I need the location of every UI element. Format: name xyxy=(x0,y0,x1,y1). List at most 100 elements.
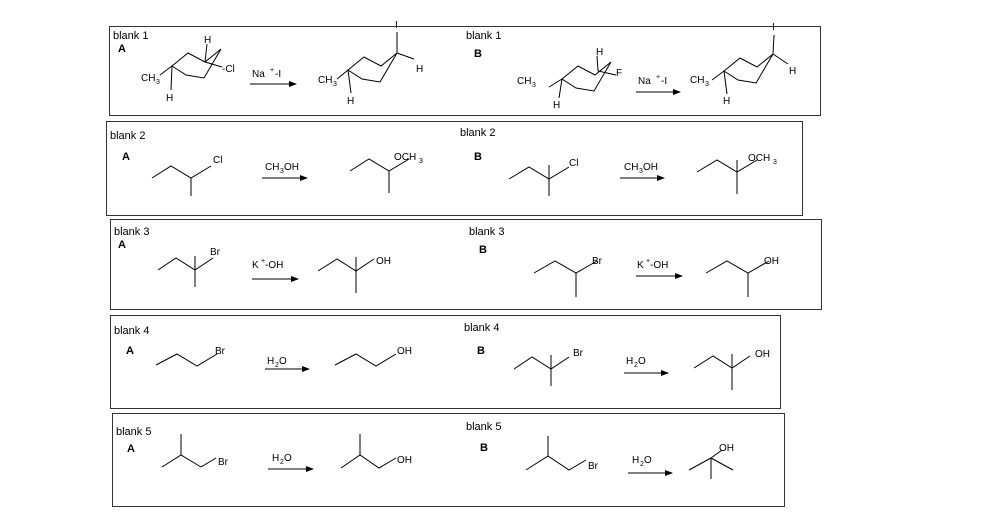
h-atom-label: H xyxy=(347,96,354,107)
svg-text:OH: OH xyxy=(284,162,299,173)
svg-text:2: 2 xyxy=(275,362,279,369)
bromine-label: Br xyxy=(210,247,221,258)
svg-text:O: O xyxy=(638,356,646,367)
reaction-box-3 xyxy=(110,219,822,310)
skeleton-reactant xyxy=(525,455,587,471)
choice-b-label: B xyxy=(480,442,488,454)
blank-2-b-label: blank 2 xyxy=(460,127,496,139)
blank-5-a-label: blank 5 xyxy=(116,426,152,438)
methoxy-label: OCH xyxy=(748,153,770,164)
skeleton-reactant xyxy=(508,166,570,180)
skeleton-product xyxy=(334,353,397,367)
skeleton-product xyxy=(693,355,751,369)
choice-b-label: B xyxy=(477,345,485,357)
svg-text:3: 3 xyxy=(419,158,423,165)
fluorine-label: F xyxy=(616,68,622,79)
bromine-label: Br xyxy=(218,457,229,468)
reaction-box-1 xyxy=(109,26,821,116)
svg-text:3: 3 xyxy=(773,159,777,166)
blank-5-b-label: blank 5 xyxy=(466,421,502,433)
svg-text:O: O xyxy=(284,453,292,464)
reagent-label: K xyxy=(252,260,259,271)
reagent-label: Na xyxy=(638,76,651,87)
blank-1-a-label: blank 1 xyxy=(113,30,149,42)
svg-text:2: 2 xyxy=(280,459,284,466)
blank-3-b-label: blank 3 xyxy=(469,226,505,238)
methyl-label: CH xyxy=(517,76,531,87)
choice-a-label: A xyxy=(127,443,135,455)
reagent-label: H xyxy=(272,453,279,464)
bromine-label: Br xyxy=(592,256,603,267)
svg-text:OH: OH xyxy=(643,162,658,173)
skeleton-product xyxy=(349,158,410,172)
svg-text:-I: -I xyxy=(275,69,281,80)
choice-a-label: A xyxy=(118,43,126,55)
svg-text:3: 3 xyxy=(156,79,160,86)
svg-text:O: O xyxy=(279,356,287,367)
iodine-label: I xyxy=(772,22,775,33)
skeleton-reactant xyxy=(533,260,598,274)
h-atom-label: H xyxy=(723,96,730,107)
bromine-label: Br xyxy=(215,346,226,357)
hydroxyl-label: OH xyxy=(397,455,412,466)
reagent-label: CH xyxy=(624,162,638,173)
reaction-box-5 xyxy=(112,413,785,507)
methoxy-label: OCH xyxy=(394,152,416,163)
chair-product-a xyxy=(336,32,415,94)
svg-text:3: 3 xyxy=(532,82,536,89)
chlorine-label: -Cl xyxy=(222,64,235,75)
h-atom-label: H xyxy=(416,64,423,75)
svg-text:+: + xyxy=(646,258,650,265)
svg-text:+: + xyxy=(261,258,265,265)
skeleton-reactant xyxy=(155,353,218,367)
choice-b-label: B xyxy=(474,48,482,60)
choice-a-label: A xyxy=(122,151,130,163)
chair-product-b xyxy=(711,34,789,95)
reagent-label: H xyxy=(632,455,639,466)
bromine-label: Br xyxy=(573,348,584,359)
chlorine-label: Cl xyxy=(569,158,578,169)
reaction-box-4 xyxy=(110,315,781,409)
reagent-label: Na xyxy=(252,69,265,80)
skeleton-reactant xyxy=(151,165,212,179)
svg-text:-OH: -OH xyxy=(265,260,283,271)
hydroxyl-label: OH xyxy=(764,256,779,267)
reaction-box-2 xyxy=(106,121,803,216)
h-atom-label: H xyxy=(166,93,173,104)
svg-text:-OH: -OH xyxy=(650,260,668,271)
svg-text:O: O xyxy=(644,455,652,466)
svg-text:+: + xyxy=(656,74,660,81)
skeleton-product xyxy=(340,454,397,469)
choice-a-label: A xyxy=(118,239,126,251)
svg-text:-I: -I xyxy=(661,76,667,87)
choice-b-label: B xyxy=(479,244,487,256)
h-atom-label: H xyxy=(553,100,560,111)
reagent-label: H xyxy=(626,356,633,367)
methyl-label: CH xyxy=(690,75,704,86)
hydroxyl-label: OH xyxy=(397,346,412,357)
skeleton-reactant xyxy=(161,454,202,468)
methyl-label: CH xyxy=(141,73,155,84)
chair-reactant-a xyxy=(159,43,223,91)
choice-a-label: A xyxy=(126,345,134,357)
blank-2-a-label: blank 2 xyxy=(110,130,146,142)
chlorine-label: Cl xyxy=(213,155,222,166)
h-atom-label: H xyxy=(789,66,796,77)
methyl-label: CH xyxy=(318,75,332,86)
hydroxyl-label: OH xyxy=(719,443,734,454)
skeleton-reactant xyxy=(513,356,570,370)
skeleton-product xyxy=(317,258,375,272)
reagent-label: K xyxy=(637,260,644,271)
blank-1-b-label: blank 1 xyxy=(466,30,502,42)
svg-text:2: 2 xyxy=(640,461,644,468)
svg-text:+: + xyxy=(270,67,274,74)
svg-text:3: 3 xyxy=(705,81,709,88)
choice-b-label: B xyxy=(474,151,482,163)
svg-text:3: 3 xyxy=(639,168,643,175)
blank-4-a-label: blank 4 xyxy=(114,325,150,337)
skeleton-product xyxy=(688,457,712,471)
skeleton-product xyxy=(705,260,770,274)
svg-text:3: 3 xyxy=(280,168,284,175)
iodine-label: I xyxy=(395,20,398,31)
